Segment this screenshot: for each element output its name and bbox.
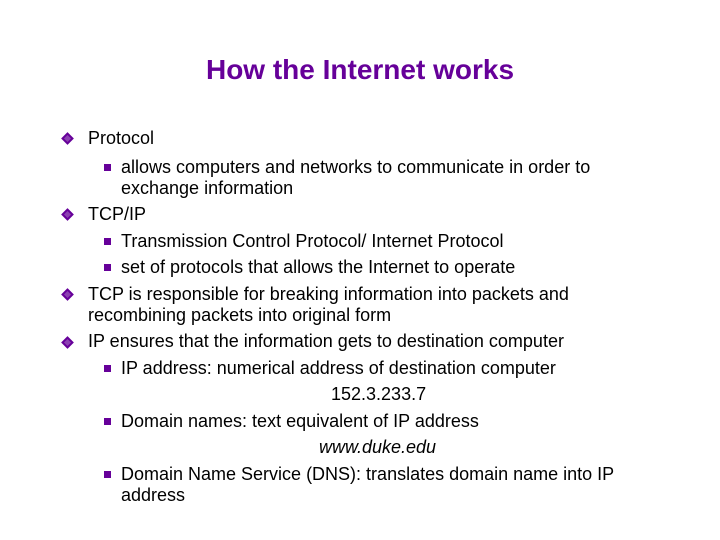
bullet-ip: IP ensures that the information gets to … <box>88 331 564 351</box>
sub-bullet-line: address <box>121 485 186 505</box>
square-bullet-icon <box>104 471 111 478</box>
diamond-bullet-icon <box>61 208 74 221</box>
diamond-bullet-icon <box>61 288 74 301</box>
sub-bullet-line: allows computers and networks to communi… <box>121 157 591 177</box>
square-bullet-icon <box>104 418 111 425</box>
sub-bullet-line: set of protocols that allows the Interne… <box>121 257 516 277</box>
sub-bullet-line: Domain Name Service (DNS): translates do… <box>121 464 615 484</box>
sub-bullet-line: IP address: numerical address of destina… <box>121 358 556 378</box>
bullet-tcp-cont: recombining packets into original form <box>88 305 392 325</box>
sub-bullet-line: exchange information <box>121 178 294 198</box>
diamond-bullet-icon <box>61 132 74 145</box>
square-bullet-icon <box>104 264 111 271</box>
bullet-protocol: Protocol <box>88 128 155 148</box>
ip-address-example: 152.3.233.7 <box>331 384 427 404</box>
bullet-tcp: TCP is responsible for breaking informat… <box>88 284 569 304</box>
square-bullet-icon <box>104 164 111 171</box>
sub-bullet-line: Domain names: text equivalent of IP addr… <box>121 411 479 431</box>
domain-name-example: www.duke.edu <box>319 437 437 457</box>
slide-title: How the Internet works <box>205 54 515 85</box>
diamond-bullet-icon <box>61 336 74 349</box>
bullet-tcpip: TCP/IP <box>88 204 147 224</box>
sub-bullet-line: Transmission Control Protocol/ Internet … <box>121 231 504 251</box>
square-bullet-icon <box>104 365 111 372</box>
square-bullet-icon <box>104 238 111 245</box>
